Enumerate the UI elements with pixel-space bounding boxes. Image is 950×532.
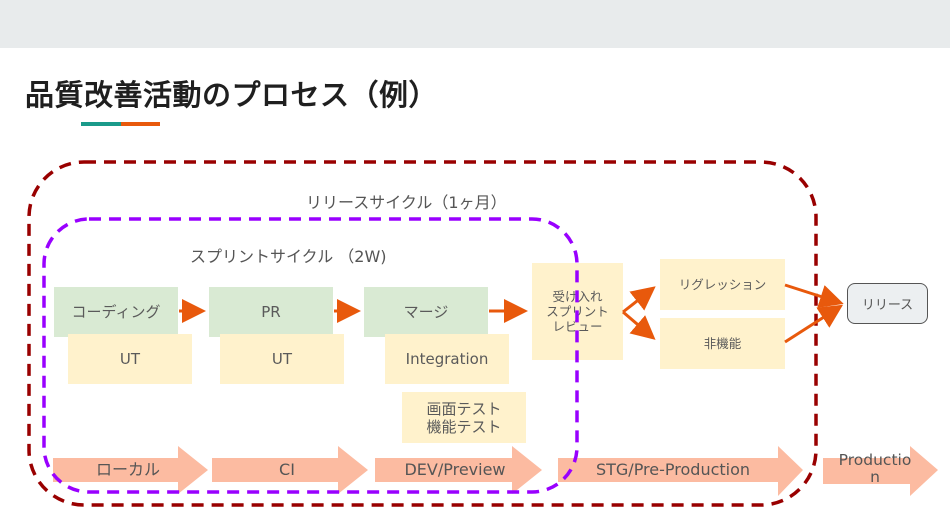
page-title: 品質改善活動のプロセス（例） bbox=[25, 78, 439, 112]
flow-arrow-nonfunctional-release bbox=[784, 304, 844, 344]
env-arrow-local bbox=[53, 446, 208, 494]
flow-arrow-review-nonfunctional bbox=[622, 310, 656, 340]
env-label-local: ローカル bbox=[95, 460, 160, 480]
env-label-ci: CI bbox=[279, 460, 295, 480]
release-label: リリース bbox=[861, 298, 914, 313]
step-merge: マージ bbox=[364, 287, 488, 337]
release-cycle-boundary bbox=[27, 160, 818, 507]
test-screen-function: 画面テスト 機能テスト bbox=[402, 392, 526, 443]
step-label: PR bbox=[261, 303, 281, 321]
env-label-stg: STG/Pre-Production bbox=[595, 460, 751, 480]
step-pr: PR bbox=[209, 287, 333, 337]
env-arrow-dev bbox=[375, 446, 542, 494]
sprint-cycle-label: スプリントサイクル （2W) bbox=[190, 247, 387, 266]
env-arrow-production bbox=[823, 446, 938, 496]
test-ut-coding: UT bbox=[68, 334, 192, 384]
step-coding: コーディング bbox=[54, 287, 178, 337]
env-label-dev: DEV/Preview bbox=[404, 460, 506, 480]
test-regression: リグレッション bbox=[660, 259, 785, 310]
test-label: 非機能 bbox=[703, 336, 742, 351]
test-label: UT bbox=[271, 350, 293, 368]
test-label: UT bbox=[119, 350, 141, 368]
release-cycle-label: リリースサイクル（1ヶ月） bbox=[306, 193, 507, 212]
step-label: コーディング bbox=[71, 303, 161, 321]
env-arrow-stg bbox=[558, 446, 803, 496]
release-node: リリース bbox=[847, 283, 928, 324]
title-underline-teal bbox=[81, 122, 121, 126]
test-non-functional: 非機能 bbox=[660, 318, 785, 369]
test-label: Integration bbox=[405, 350, 489, 368]
flow-arrow-review-regression bbox=[622, 286, 656, 314]
top-bar bbox=[0, 0, 950, 48]
test-ut-pr: UT bbox=[220, 334, 344, 384]
sprint-cycle-boundary bbox=[42, 217, 579, 494]
test-label: 画面テスト 機能テスト bbox=[426, 399, 502, 436]
step-label: マージ bbox=[403, 303, 449, 321]
test-integration: Integration bbox=[385, 334, 509, 384]
env-label-production: Productio n bbox=[838, 450, 912, 486]
title-underline-orange bbox=[121, 122, 160, 126]
test-label: リグレッション bbox=[678, 277, 767, 292]
env-arrow-ci bbox=[212, 446, 368, 494]
flow-arrow-regression-release bbox=[784, 283, 844, 308]
